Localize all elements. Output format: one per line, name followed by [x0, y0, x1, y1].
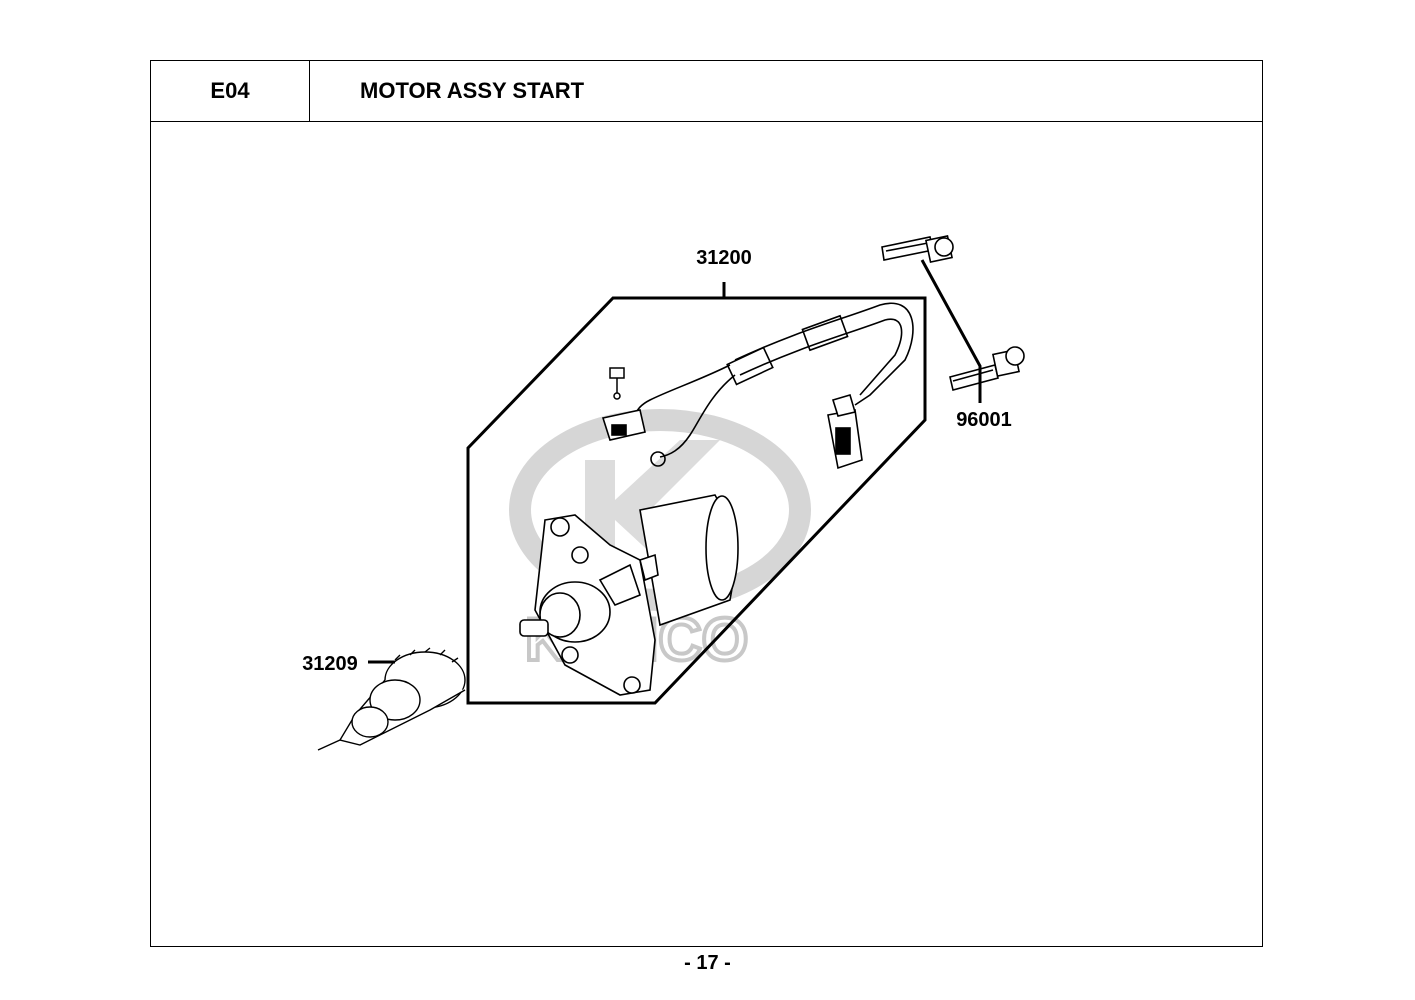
page-number: - 17 -	[684, 952, 731, 974]
mounting-bolts	[881, 235, 1025, 391]
section-code: E04	[150, 60, 310, 122]
starter-motor	[519, 494, 739, 696]
wiring-harness	[601, 302, 914, 470]
pinion-gear	[317, 647, 466, 751]
callout-31200: 31200	[696, 247, 752, 269]
section-title: MOTOR ASSY START	[309, 60, 1263, 122]
callout-96001: 96001	[956, 409, 1012, 431]
callout-31209: 31209	[302, 653, 358, 675]
assembly-outline	[466, 296, 927, 705]
small-screw	[609, 367, 625, 400]
